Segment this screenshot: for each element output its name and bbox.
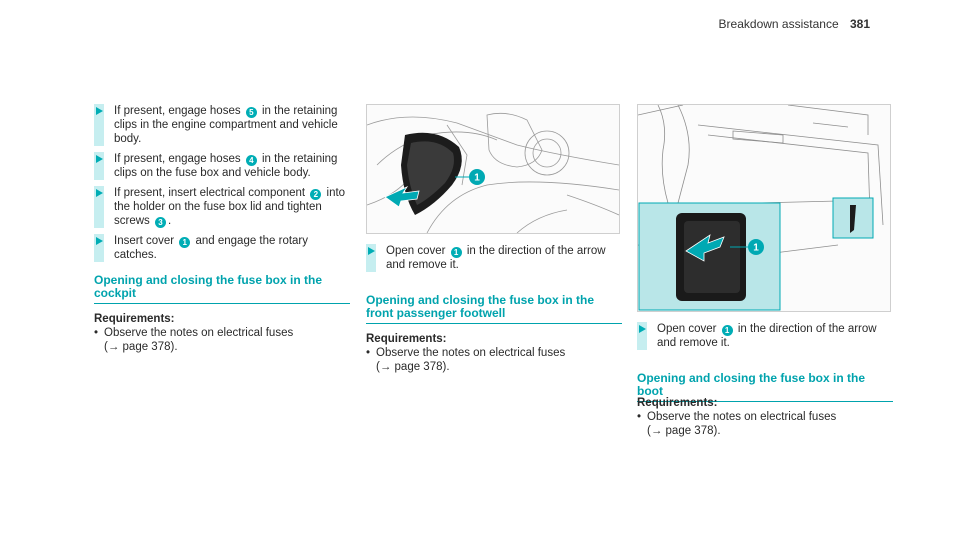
cockpit-fuse-box-figure: 1 xyxy=(366,104,620,234)
requirements-title: Requirements: xyxy=(94,313,175,325)
callout-number: 4 xyxy=(245,155,257,166)
bullet: • xyxy=(366,347,371,359)
arrow-icon xyxy=(96,189,103,197)
step-text: If present, insert electrical component … xyxy=(114,187,346,228)
requirements-title: Requirements: xyxy=(637,397,718,409)
step-open-cover: Open cover 1 in the direction of the arr… xyxy=(366,244,622,272)
arrow-icon xyxy=(96,237,103,245)
page-link[interactable]: (→ page 378). xyxy=(104,341,178,353)
bullet: • xyxy=(637,411,642,423)
step-open-cover: Open cover 1 in the direction of the arr… xyxy=(637,322,893,350)
section-title: Breakdown assistance xyxy=(718,17,839,31)
bullet: • xyxy=(94,327,99,339)
step-marker xyxy=(94,234,104,262)
requirement-item: • Observe the notes on electrical fuses … xyxy=(366,346,622,374)
step-engage-hoses-fuse-box: If present, engage hoses 4 in the retain… xyxy=(94,152,350,180)
arrow-icon xyxy=(96,107,103,115)
step-text: If present, engage hoses 5 in the retain… xyxy=(114,105,338,145)
footwell-illustration: 1 xyxy=(638,105,884,311)
step-insert-cover: Insert cover 1 and engage the rotary cat… xyxy=(94,234,350,262)
section-heading: Opening and closing the fuse box in the … xyxy=(366,294,622,324)
step-marker xyxy=(94,186,104,228)
callout-number: 1 xyxy=(179,237,191,248)
step-text: If present, engage hoses 4 in the retain… xyxy=(114,153,338,179)
callout-number: 2 xyxy=(310,189,322,200)
requirements-title: Requirements: xyxy=(366,333,447,345)
callout-number: 1 xyxy=(721,325,733,336)
callout-number: 5 xyxy=(245,107,257,118)
arrow-icon xyxy=(368,247,375,255)
step-marker xyxy=(366,244,376,272)
step-text: Insert cover 1 and engage the rotary cat… xyxy=(114,235,309,261)
footwell-fuse-box-figure: 1 xyxy=(637,104,891,312)
step-marker xyxy=(637,322,647,350)
page-header: Breakdown assistance 381 xyxy=(719,17,870,31)
figure-callout: 1 xyxy=(474,173,480,184)
requirement-item: • Observe the notes on electrical fuses … xyxy=(94,326,350,354)
step-insert-component: If present, insert electrical component … xyxy=(94,186,350,228)
requirement-item: • Observe the notes on electrical fuses … xyxy=(637,410,893,438)
section-heading: Opening and closing the fuse box in the … xyxy=(94,274,350,304)
section-heading: Opening and closing the fuse box in the … xyxy=(637,372,893,402)
step-marker xyxy=(94,104,104,146)
page-number: 381 xyxy=(849,17,870,31)
step-text: Open cover 1 in the direction of the arr… xyxy=(657,323,877,349)
page-link[interactable]: (→ page 378). xyxy=(376,361,450,373)
callout-number: 3 xyxy=(154,217,166,228)
arrow-icon xyxy=(639,325,646,333)
cockpit-illustration: 1 xyxy=(367,112,619,233)
step-text: Open cover 1 in the direction of the arr… xyxy=(386,245,606,271)
arrow-icon xyxy=(96,155,103,163)
step-marker xyxy=(94,152,104,180)
step-engage-hoses-engine: If present, engage hoses 5 in the retain… xyxy=(94,104,350,146)
figure-callout: 1 xyxy=(753,243,759,254)
page-link[interactable]: (→ page 378). xyxy=(647,425,721,437)
callout-number: 1 xyxy=(450,247,462,258)
